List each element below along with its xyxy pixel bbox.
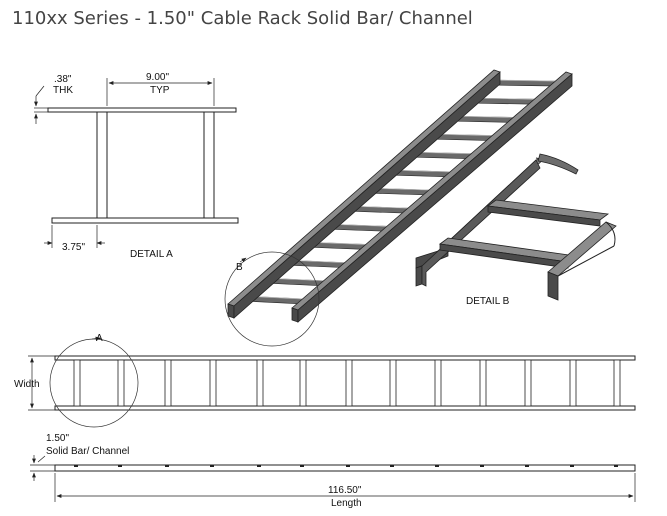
detail-b-caption: DETAIL B xyxy=(466,296,510,307)
elevation-length-value: 116.50" xyxy=(328,485,362,496)
detail-a-thk-label: THK xyxy=(53,85,73,96)
plan-rung xyxy=(256,359,264,407)
elevation-rung-tick xyxy=(390,465,394,467)
plan-width-label: Width xyxy=(14,379,40,390)
elevation-rung-tick xyxy=(74,465,78,467)
isometric-ladder xyxy=(227,69,573,323)
detail-a-spacing-value: 9.00" xyxy=(146,72,169,83)
detail-b: DETAIL B xyxy=(415,153,617,307)
iso-right-rail-top xyxy=(291,71,573,311)
iso-right-rail-side xyxy=(297,73,573,323)
callout-b-circle xyxy=(224,251,320,347)
elevation-rung-tick xyxy=(435,465,439,467)
plan-rung xyxy=(299,359,307,407)
elevation-rung-tick xyxy=(210,465,214,467)
detail-a-top-stringer xyxy=(47,107,237,113)
elevation-rung-tick xyxy=(165,465,169,467)
elevation-rung-tick xyxy=(300,465,304,467)
iso-left-rail-top xyxy=(227,69,501,307)
plan-rung xyxy=(434,359,442,407)
plan-view: Width xyxy=(14,355,636,411)
elevation-rung-tick xyxy=(346,465,350,467)
detail-a-spacing-label: TYP xyxy=(150,85,170,96)
elevation-rung-tick xyxy=(257,465,261,467)
detail-a-bottom-stringer xyxy=(51,217,239,224)
detail-a-caption: DETAIL A xyxy=(130,249,173,260)
plan-rung xyxy=(524,359,532,407)
plan-rung xyxy=(164,359,172,407)
elevation-bar-label: Solid Bar/ Channel xyxy=(46,446,129,457)
callout-b-label: B xyxy=(236,262,243,273)
iso-left-rail-side xyxy=(233,71,501,319)
plan-bottom-stringer xyxy=(54,405,636,411)
iso-left-rail-end xyxy=(227,303,235,319)
plan-rung xyxy=(73,359,81,407)
detail-a-rung-right xyxy=(203,111,215,219)
detail-a: .38" THK 9.00" TYP 3.75" DETAIL A xyxy=(34,72,239,260)
detail-a-rung-left xyxy=(96,111,108,219)
plan-rung xyxy=(117,359,125,407)
plan-rung xyxy=(569,359,577,407)
callout-a-circle xyxy=(49,338,139,428)
side-elevation: 1.50" Solid Bar/ Channel 116.50" Length xyxy=(30,433,636,509)
iso-right-rail-end xyxy=(291,307,299,323)
elevation-bar xyxy=(54,464,636,472)
plan-rung xyxy=(389,359,397,407)
elevation-rung-tick xyxy=(480,465,484,467)
elevation-rung-tick xyxy=(614,465,618,467)
elevation-rung-tick xyxy=(118,465,122,467)
detail-a-thk-value: .38" xyxy=(54,74,72,85)
plan-top-stringer xyxy=(54,355,636,361)
elevation-length-label: Length xyxy=(331,498,362,509)
plan-rung xyxy=(479,359,487,407)
elevation-bar-value: 1.50" xyxy=(46,433,69,444)
callout-a-label: A xyxy=(96,333,103,344)
elevation-rung-tick xyxy=(570,465,574,467)
detail-a-offset-value: 3.75" xyxy=(62,242,85,253)
elevation-rung-tick xyxy=(525,465,529,467)
plan-rung xyxy=(613,359,621,407)
page-title: 110xx Series - 1.50" Cable Rack Solid Ba… xyxy=(12,8,473,29)
plan-rung xyxy=(345,359,353,407)
plan-rung xyxy=(209,359,217,407)
